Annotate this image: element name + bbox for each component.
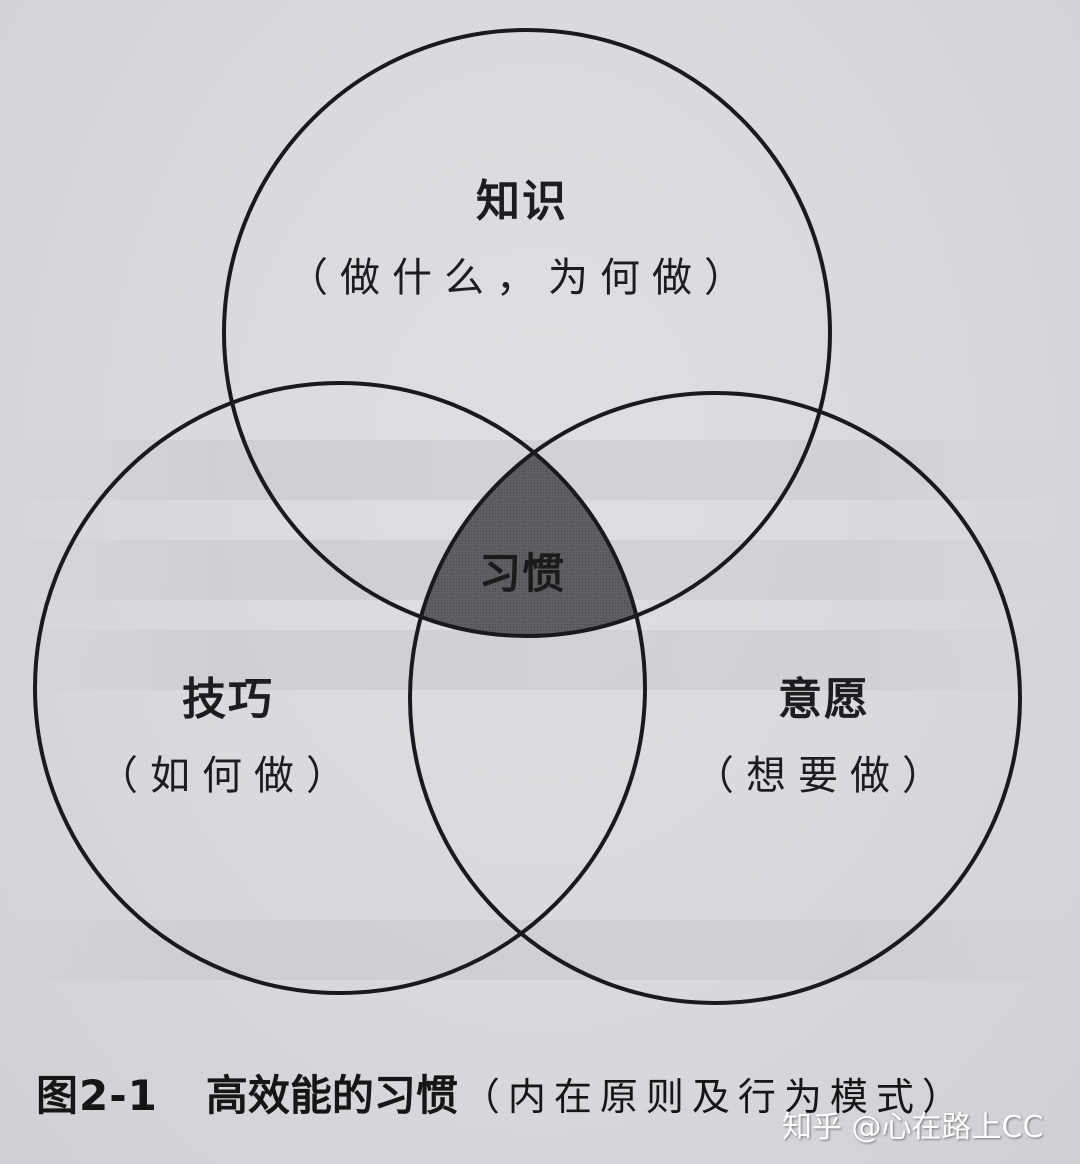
- skill-title: 技巧: [182, 674, 274, 725]
- habit-label: 习惯: [478, 549, 566, 598]
- skill-label: 技巧 （如何做）: [98, 674, 358, 799]
- knowledge-title: 知识: [476, 176, 568, 227]
- habit-intersection-region: [410, 393, 645, 636]
- figure-caption: 图2-1 高效能的习惯 （内在原则及行为模式）: [36, 1062, 968, 1123]
- figure-subtitle: （内在原则及行为模式）: [461, 1075, 968, 1119]
- skill-subtitle: （如何做）: [98, 753, 358, 799]
- desire-subtitle: （想要做）: [694, 753, 954, 799]
- knowledge-subtitle: （做什么，为何做）: [288, 255, 756, 301]
- desire-label: 意愿 （想要做）: [694, 674, 954, 799]
- desire-circle: [408, 391, 1022, 1005]
- knowledge-circle: [222, 28, 832, 638]
- figure-title: 高效能的习惯: [205, 1071, 458, 1120]
- watermark: 知乎 @心在路上CC: [782, 1110, 1044, 1145]
- bleed-through-text: [0, 630, 1080, 690]
- skill-circle: [33, 381, 647, 995]
- knowledge-label: 知识 （做什么，为何做）: [288, 176, 756, 301]
- figure-number: 图2-1: [36, 1071, 158, 1120]
- desire-title: 意愿: [778, 674, 870, 725]
